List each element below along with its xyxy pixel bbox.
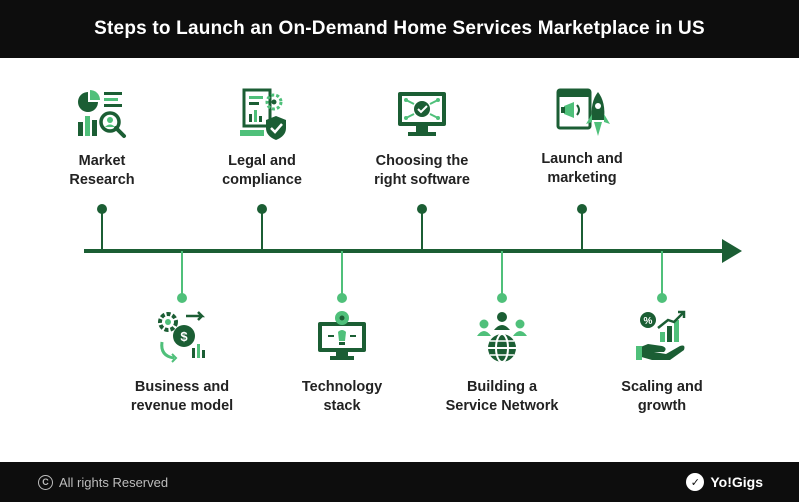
legal-document-icon	[240, 88, 286, 140]
step-market-research: Market Research	[27, 86, 177, 190]
dot-step-6	[497, 293, 507, 303]
step-label-line1: Scaling and	[621, 379, 703, 395]
copyright-text: All rights Reserved	[59, 474, 169, 490]
step-label-line2: Service Network	[445, 398, 559, 414]
launch-rocket-icon	[556, 88, 610, 136]
business-model-icon: $	[158, 311, 206, 363]
step-label-line1: Technology	[301, 379, 383, 395]
step-choosing-software: Choosing the right software	[347, 86, 497, 190]
svg-text:$: $	[180, 329, 188, 344]
footer-bar: C All rights Reserved ✓ Yo!Gigs	[0, 462, 799, 502]
step-launch-marketing: Launch and marketing	[507, 86, 657, 188]
page-title-bar: Steps to Launch an On-Demand Home Servic…	[0, 0, 799, 58]
dot-step-5	[417, 204, 427, 214]
step-business-revenue: $ Business and revenue model	[107, 308, 257, 416]
step-technology-stack: Technology stack	[267, 308, 417, 416]
market-research-icon	[78, 90, 126, 138]
copyright-icon: C	[38, 474, 53, 490]
timeline-graphic	[84, 204, 742, 303]
step-label-line1: Legal and	[228, 153, 296, 169]
svg-text:%: %	[644, 316, 653, 327]
service-network-icon	[477, 312, 527, 363]
step-label-line2: Research	[69, 172, 135, 188]
dot-step-2	[177, 293, 187, 303]
step-label-line1: Choosing the	[375, 153, 469, 169]
timeline-stage: Market Research Legal and compliance	[0, 58, 799, 462]
dot-step-8	[657, 293, 667, 303]
software-monitor-icon	[398, 92, 446, 136]
copyright-notice: C All rights Reserved	[38, 474, 169, 490]
brand-logo: ✓ Yo!Gigs	[686, 473, 763, 491]
step-label-line1: Building a	[466, 379, 538, 395]
step-legal-compliance: Legal and compliance	[187, 86, 337, 190]
timeline-arrowhead	[722, 239, 742, 263]
step-label-line2: compliance	[222, 172, 302, 188]
step-label-line1: Business and	[134, 379, 230, 395]
scaling-growth-icon: %	[636, 310, 686, 360]
step-label-line1: Launch and	[541, 151, 623, 167]
step-label-line2: stack	[323, 398, 361, 414]
step-service-network: Building a Service Network	[427, 308, 577, 416]
step-label-line1: Market	[78, 153, 126, 169]
dot-step-7	[577, 204, 587, 214]
dot-step-4	[337, 293, 347, 303]
technology-bulb-icon	[318, 311, 366, 360]
page-title: Steps to Launch an On-Demand Home Servic…	[94, 18, 705, 39]
step-label-line2: marketing	[547, 170, 617, 186]
dot-step-3	[257, 204, 267, 214]
brand-check-icon: ✓	[686, 473, 705, 491]
step-label-line2: growth	[637, 398, 687, 414]
step-label-line2: right software	[374, 172, 470, 188]
step-scaling-growth: % Scaling and growth	[587, 308, 737, 416]
step-label-line2: revenue model	[130, 398, 234, 414]
dot-step-1	[97, 204, 107, 214]
brand-name: Yo!Gigs	[710, 474, 763, 490]
